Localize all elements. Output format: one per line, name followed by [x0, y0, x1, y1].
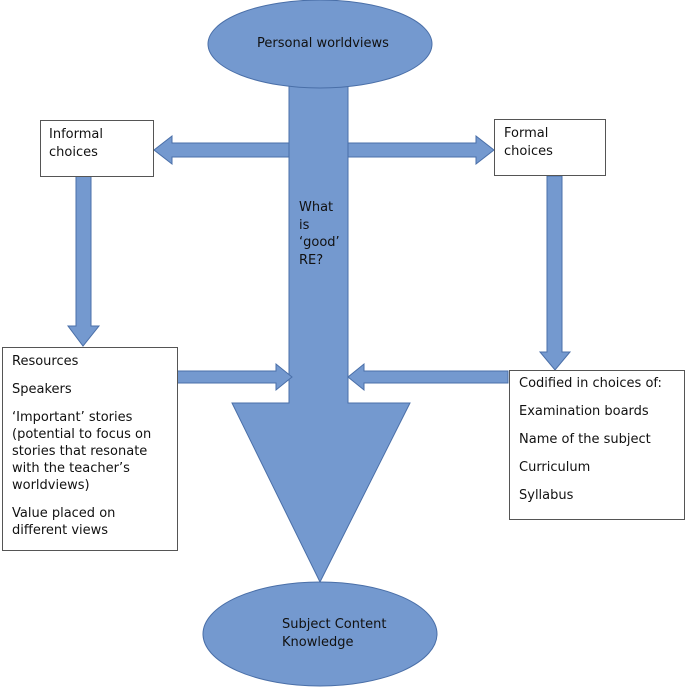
bottom-ellipse-label: Subject Content Knowledge: [282, 617, 387, 651]
main-down-arrow: [231, 69, 411, 584]
formal-detail-item: Codified in choices of:: [519, 376, 662, 391]
informal-choices-box: Informal choices: [40, 120, 154, 177]
arrow-to-informal: [153, 134, 290, 166]
formal-choices-box: Formal choices: [494, 119, 606, 176]
top-ellipse-shape: [207, 0, 433, 89]
informal-detail-item: Resources: [12, 354, 79, 369]
formal-choices-title: Formal choices: [504, 126, 553, 159]
center-question: What is ‘good’ RE?: [299, 200, 340, 268]
bottom-ellipse-shape: [202, 581, 438, 687]
arrow-informal-down: [67, 175, 101, 347]
formal-detail-item: Examination boards: [519, 404, 649, 419]
arrow-formal-down: [538, 175, 572, 371]
informal-details-box: Resources Speakers ‘Important’ stories (…: [2, 347, 178, 551]
arrow-formal-to-center: [347, 362, 509, 392]
informal-choices-title: Informal choices: [49, 127, 103, 160]
arrow-to-formal: [347, 134, 495, 166]
arrow-informal-to-center: [176, 362, 293, 392]
formal-details-box: Codified in choices of: Examination boar…: [509, 370, 685, 520]
formal-detail-item: Name of the subject: [519, 432, 651, 447]
top-ellipse-label: Personal worldviews: [257, 36, 389, 51]
informal-detail-item: ‘Important’ stories (potential to focus …: [12, 410, 152, 493]
informal-detail-item: Value placed on different views: [12, 506, 116, 538]
formal-detail-item: Syllabus: [519, 488, 574, 503]
informal-detail-item: Speakers: [12, 382, 72, 397]
formal-detail-item: Curriculum: [519, 460, 591, 475]
